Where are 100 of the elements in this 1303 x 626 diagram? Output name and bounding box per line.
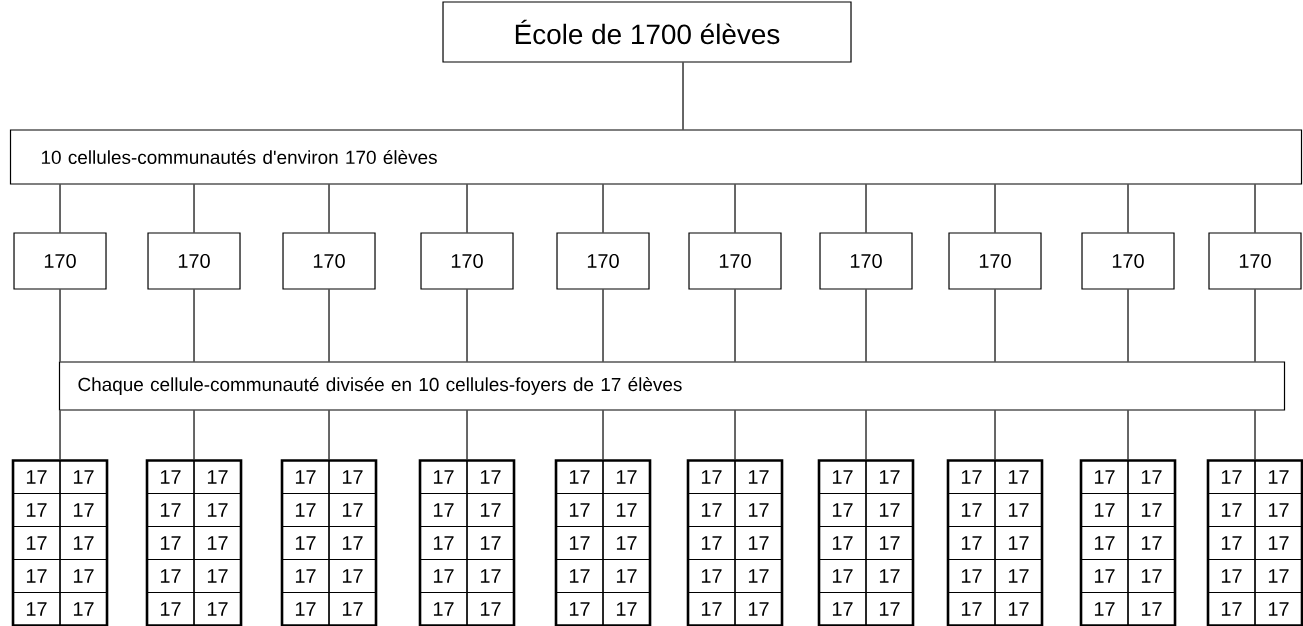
grid-cell: 17 bbox=[1127, 525, 1176, 561]
grid-cell: 17 bbox=[555, 459, 604, 495]
grid-cell: 17 bbox=[59, 525, 108, 561]
connector-line bbox=[1127, 410, 1129, 460]
grid-cell: 17 bbox=[947, 525, 996, 561]
grid-cell: 17 bbox=[602, 492, 651, 528]
connector-line bbox=[994, 410, 996, 460]
grid-cell: 17 bbox=[281, 459, 330, 495]
grid-cell: 17 bbox=[555, 492, 604, 528]
grid-cell: 17 bbox=[1254, 459, 1303, 495]
grid-cell: 17 bbox=[12, 558, 61, 594]
title-box: École de 1700 élèves bbox=[442, 1, 852, 63]
grid-cell: 17 bbox=[818, 525, 867, 561]
grid-cell: 17 bbox=[947, 591, 996, 626]
connector-line bbox=[1127, 289, 1129, 362]
group-box: 170 bbox=[13, 232, 107, 290]
connector-line bbox=[602, 184, 604, 233]
grid-cell: 17 bbox=[146, 591, 195, 626]
grid-cell: 17 bbox=[994, 525, 1043, 561]
grid-cell: 17 bbox=[1127, 492, 1176, 528]
grid-cell: 17 bbox=[281, 591, 330, 626]
cell-grid bbox=[817, 459, 915, 626]
connector-line bbox=[1254, 410, 1256, 460]
grid-cell: 17 bbox=[947, 459, 996, 495]
connector-line bbox=[59, 289, 61, 362]
grid-cell: 17 bbox=[466, 591, 515, 626]
cell-grid bbox=[280, 459, 378, 626]
grid-cell: 17 bbox=[947, 558, 996, 594]
grid-cell: 17 bbox=[602, 591, 651, 626]
connector-line bbox=[466, 289, 468, 362]
grid-cell: 17 bbox=[146, 459, 195, 495]
grid-cell: 17 bbox=[193, 591, 242, 626]
grid-cell: 17 bbox=[734, 591, 783, 626]
cell-grid bbox=[418, 459, 516, 626]
grid-cell: 17 bbox=[1254, 558, 1303, 594]
grid-cell: 17 bbox=[818, 591, 867, 626]
grid-cell: 17 bbox=[734, 492, 783, 528]
cell-grid bbox=[1206, 459, 1303, 626]
connector-line bbox=[602, 410, 604, 460]
grid-cell: 17 bbox=[146, 492, 195, 528]
grid-cell: 17 bbox=[466, 492, 515, 528]
grid-cell: 17 bbox=[419, 558, 468, 594]
connector-line bbox=[682, 62, 684, 130]
cell-grid bbox=[1079, 459, 1177, 626]
grid-cell: 17 bbox=[994, 558, 1043, 594]
grid-cell: 17 bbox=[193, 492, 242, 528]
group-box: 170 bbox=[688, 232, 782, 290]
group-box: 170 bbox=[948, 232, 1042, 290]
connector-line bbox=[602, 289, 604, 362]
connector-line bbox=[59, 184, 61, 233]
grid-cell: 17 bbox=[146, 525, 195, 561]
grid-cell: 17 bbox=[818, 558, 867, 594]
connector-line bbox=[328, 289, 330, 362]
grid-cell: 17 bbox=[687, 459, 736, 495]
grid-cell: 17 bbox=[1080, 459, 1129, 495]
grid-cell: 17 bbox=[281, 525, 330, 561]
grid-cell: 17 bbox=[818, 459, 867, 495]
grid-cell: 17 bbox=[818, 492, 867, 528]
grid-cell: 17 bbox=[328, 492, 377, 528]
grid-cell: 17 bbox=[734, 525, 783, 561]
grid-cell: 17 bbox=[734, 558, 783, 594]
connector-line bbox=[328, 410, 330, 460]
grid-cell: 17 bbox=[865, 459, 914, 495]
grid-cell: 17 bbox=[328, 558, 377, 594]
grid-cell: 17 bbox=[466, 459, 515, 495]
cell-grid bbox=[686, 459, 784, 626]
grid-cell: 17 bbox=[419, 492, 468, 528]
grid-cell: 17 bbox=[193, 525, 242, 561]
grid-cell: 17 bbox=[59, 459, 108, 495]
grid-cell: 17 bbox=[419, 591, 468, 626]
connector-line bbox=[59, 410, 61, 460]
grid-cell: 17 bbox=[1207, 558, 1256, 594]
connector-line bbox=[193, 184, 195, 233]
connector-line bbox=[193, 410, 195, 460]
grid-cell: 17 bbox=[865, 558, 914, 594]
grid-cell: 17 bbox=[602, 525, 651, 561]
grid-cell: 17 bbox=[1254, 591, 1303, 626]
grid-cell: 17 bbox=[1080, 591, 1129, 626]
connector-line bbox=[193, 289, 195, 362]
cell-grid bbox=[145, 459, 243, 626]
connector-line bbox=[994, 289, 996, 362]
connector-line bbox=[865, 289, 867, 362]
grid-cell: 17 bbox=[12, 459, 61, 495]
connector-line bbox=[466, 410, 468, 460]
grid-cell: 17 bbox=[1127, 459, 1176, 495]
grid-cell: 17 bbox=[865, 591, 914, 626]
grid-cell: 17 bbox=[687, 492, 736, 528]
level-band: Chaque cellule-communauté divisée en 10 cellules-foyers de 17 élèves bbox=[58, 361, 1286, 411]
connector-line bbox=[734, 184, 736, 233]
grid-cell: 17 bbox=[466, 558, 515, 594]
grid-cell: 17 bbox=[994, 492, 1043, 528]
connector-line bbox=[328, 184, 330, 233]
connector-line bbox=[1127, 184, 1129, 233]
grid-cell: 17 bbox=[687, 525, 736, 561]
connector-line bbox=[466, 184, 468, 233]
grid-cell: 17 bbox=[328, 591, 377, 626]
grid-cell: 17 bbox=[1207, 459, 1256, 495]
group-box: 170 bbox=[1208, 232, 1302, 290]
connector-line bbox=[734, 289, 736, 362]
grid-cell: 17 bbox=[281, 492, 330, 528]
